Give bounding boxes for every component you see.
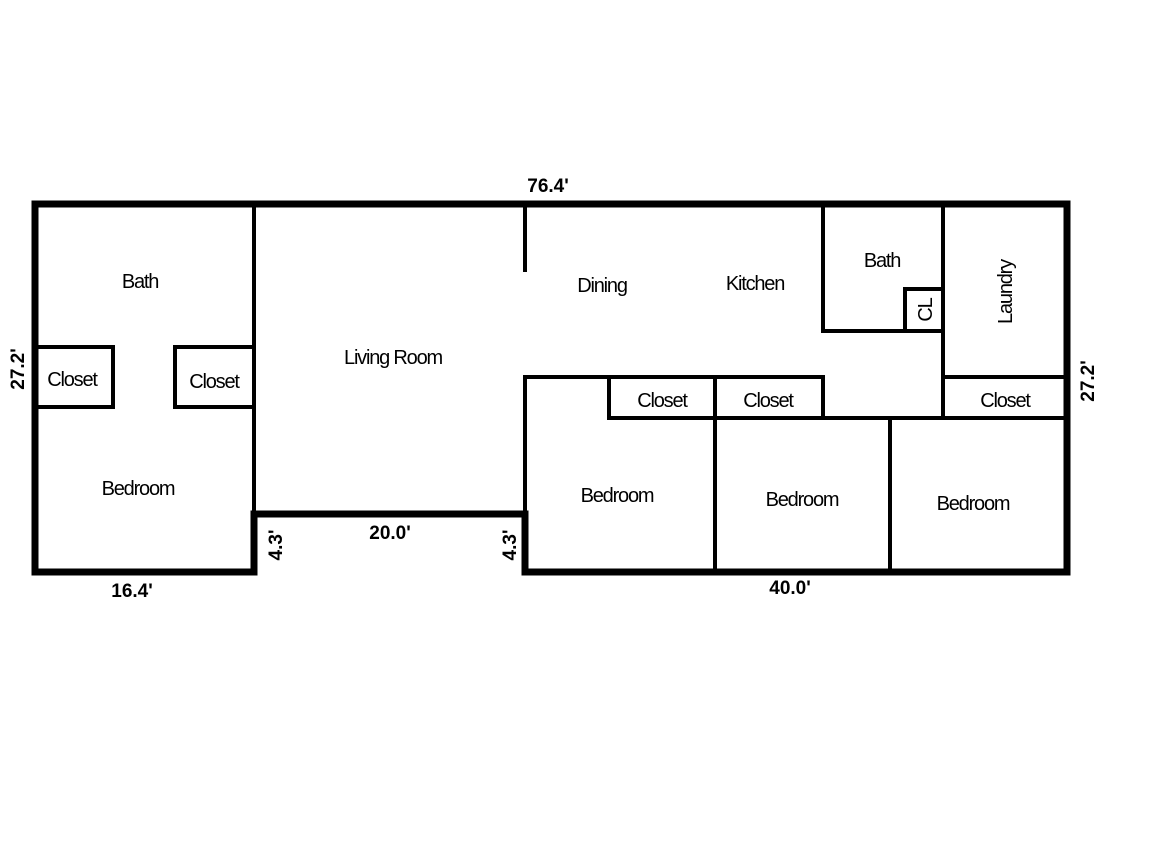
dimension-left-height: 27.2' bbox=[8, 348, 29, 390]
room-label-closet-left-b: Closet bbox=[189, 371, 240, 393]
dimension-right-wing-width: 40.0' bbox=[769, 578, 811, 599]
room-label-bath-right: Bath bbox=[864, 250, 900, 272]
room-label-closet-mid-a: Closet bbox=[637, 390, 688, 412]
room-label-dining: Dining bbox=[577, 275, 627, 297]
room-label-cl: CL bbox=[915, 297, 937, 321]
closet-left-b-wall bbox=[173, 345, 256, 409]
dimension-overall-width: 76.4' bbox=[527, 176, 569, 197]
closet-left-a-wall bbox=[33, 345, 115, 409]
dimension-notch-depth-left: 4.3' bbox=[266, 530, 287, 561]
room-label-bedroom-2: Bedroom bbox=[766, 489, 839, 511]
room-label-closet-mid-b: Closet bbox=[743, 390, 794, 412]
room-label-closet-left-a: Closet bbox=[47, 369, 98, 391]
room-label-closet-right: Closet bbox=[980, 390, 1031, 412]
dimension-notch-depth-right: 4.3' bbox=[500, 530, 521, 561]
room-label-bedroom-left: Bedroom bbox=[102, 478, 175, 500]
room-label-bedroom-3: Bedroom bbox=[937, 493, 1010, 515]
room-label-laundry: Laundry bbox=[995, 259, 1017, 324]
room-label-bath-left: Bath bbox=[122, 271, 158, 293]
dimension-right-height: 27.2' bbox=[1078, 360, 1099, 402]
room-label-bedroom-1: Bedroom bbox=[581, 485, 654, 507]
room-label-living-room: Living Room bbox=[344, 347, 443, 369]
cl-closet-wall bbox=[903, 287, 945, 333]
bedroom-block-wall bbox=[523, 375, 825, 574]
dimension-notch-width: 20.0' bbox=[369, 523, 411, 544]
room-label-kitchen: Kitchen bbox=[726, 273, 784, 295]
dimension-left-wing-width: 16.4' bbox=[111, 581, 153, 602]
